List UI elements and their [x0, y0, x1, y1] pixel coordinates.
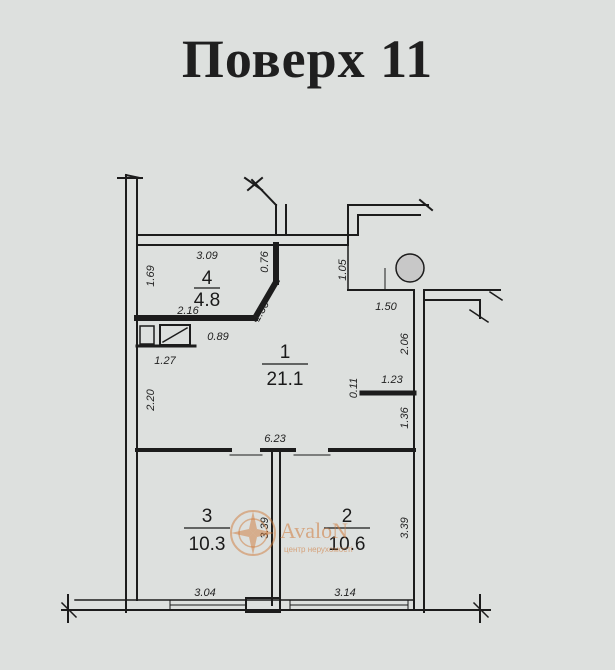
dim-150: 1.50 — [375, 301, 397, 313]
floor-title: Поверх 11 — [181, 29, 434, 89]
dim-314: 3.14 — [334, 587, 355, 599]
dim-623: 6.23 — [264, 433, 286, 445]
room-1-number: 1 — [280, 342, 291, 363]
watermark-logo: AvalоN центр нерухомості — [230, 510, 353, 556]
dim-089: 0.89 — [207, 331, 228, 343]
dim-136b: 1.36 — [399, 406, 411, 428]
dim-309: 3.09 — [196, 250, 217, 262]
dim-220: 2.20 — [145, 388, 157, 411]
dim-076: 0.76 — [259, 250, 271, 272]
room-3-label: 3 10.3 — [184, 506, 230, 555]
dim-136a: 1.36 — [251, 298, 273, 323]
watermark-brand: AvalоN — [280, 518, 348, 543]
dim-127: 1.27 — [154, 355, 176, 367]
column-circle — [395, 253, 425, 283]
room-2-area: 10.6 — [329, 534, 366, 555]
room-4-area: 4.8 — [194, 290, 220, 311]
room-3-area: 10.3 — [189, 534, 226, 555]
watermark-tagline: центр нерухомості — [284, 545, 353, 554]
room-1-label: 1 21.1 — [262, 342, 308, 390]
dim-011: 0.11 — [348, 378, 360, 399]
dim-216: 2.16 — [176, 305, 199, 317]
dim-123: 1.23 — [381, 374, 403, 386]
dim-105: 1.05 — [337, 258, 349, 280]
dim-339b: 3.39 — [399, 517, 411, 538]
room-4-label: 4 4.8 — [194, 268, 220, 311]
room-2-number: 2 — [342, 506, 353, 527]
room-3-number: 3 — [202, 506, 213, 527]
wall-bath-diag — [250, 277, 281, 323]
room-1-area: 21.1 — [267, 369, 304, 390]
dim-304: 3.04 — [194, 587, 215, 599]
dim-169: 1.69 — [145, 265, 157, 286]
room-4-number: 4 — [202, 268, 213, 289]
room-2-label: 2 10.6 — [324, 506, 370, 555]
dim-206: 2.06 — [399, 332, 411, 355]
